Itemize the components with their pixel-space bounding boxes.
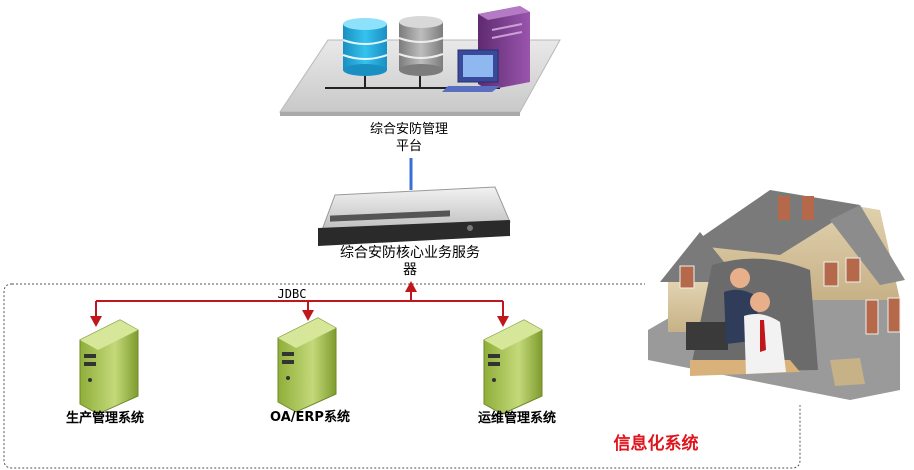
monitor-icon <box>442 49 500 92</box>
system-label-production: 生产管理系统 <box>65 411 144 426</box>
arrow-heads <box>90 281 509 327</box>
core-server-label-line2: 器 <box>403 262 417 278</box>
jdbc-label: JDBC <box>277 287 307 301</box>
tower-server-icon <box>277 317 337 413</box>
jdbc-links <box>95 288 504 318</box>
office-house-illustration <box>648 190 905 400</box>
platform-label: 综合安防管理 平台 <box>349 121 469 155</box>
system-label-oa-erp: OA/ERP系统 <box>270 410 350 425</box>
core-server-label: 综合安防核心业务服务 器 <box>315 245 505 279</box>
platform-label-line2: 平台 <box>395 139 422 154</box>
database-icon <box>398 16 444 76</box>
info-system-label: 信息化系统 <box>613 434 699 454</box>
tower-server-icon <box>483 319 543 415</box>
platform-illustration <box>279 6 561 116</box>
core-server-label-line1: 综合安防核心业务服务 <box>340 245 480 261</box>
rack-server-icon <box>318 186 511 246</box>
info-system-group-border <box>3 283 801 469</box>
tower-server-icon <box>79 319 139 415</box>
platform-label-line1: 综合安防管理 <box>369 122 448 137</box>
database-icon <box>342 18 388 76</box>
system-label-operations: 运维管理系统 <box>477 411 556 426</box>
